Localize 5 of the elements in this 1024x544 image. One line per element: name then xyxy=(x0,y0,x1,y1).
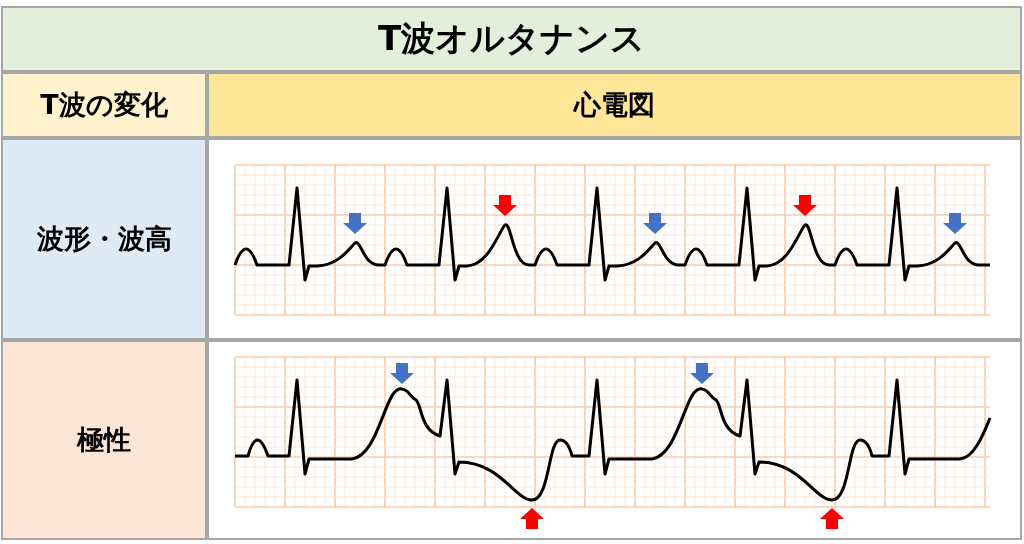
row-header-cell: 波形・波高 xyxy=(1,138,207,340)
title-cell: T波オルタナンス xyxy=(1,6,1022,72)
header-cell: 心電図 xyxy=(207,72,1022,138)
header-cell: T波の変化 xyxy=(1,72,207,138)
row-header-cell: 極性 xyxy=(1,340,207,540)
